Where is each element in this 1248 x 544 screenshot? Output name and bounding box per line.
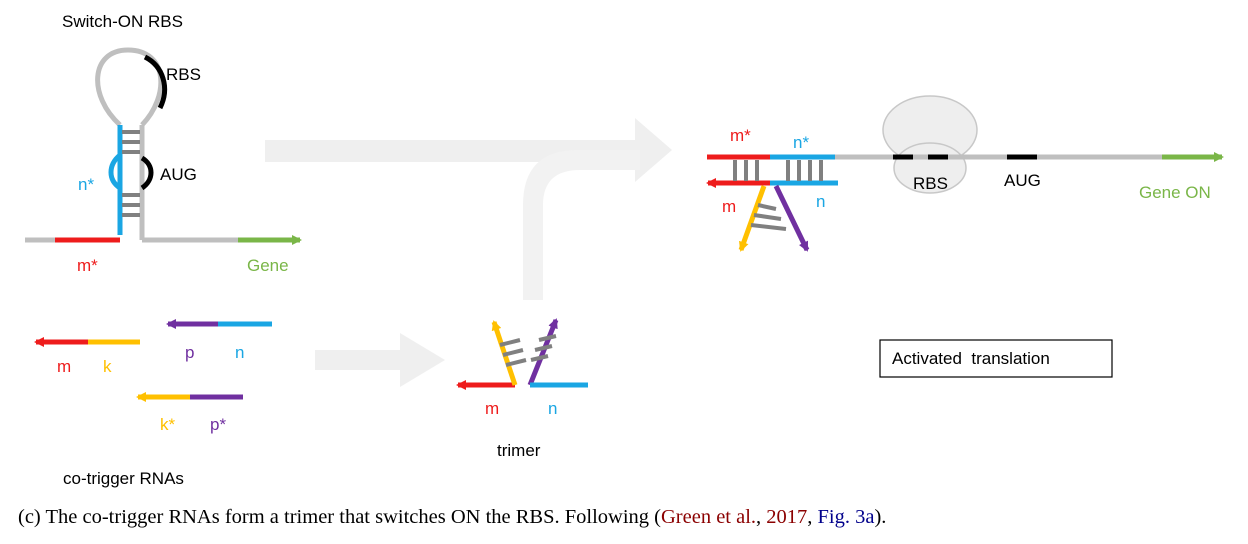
trigger-p-star-label: p* [210,415,226,434]
trimer-purple-strand [527,318,559,386]
aug-label: AUG [160,165,197,184]
co-trigger-caption: co-trigger RNAs [63,469,184,488]
active-aug-label: AUG [1004,171,1041,190]
caption-cite-fig[interactable]: Fig. 3a [818,506,875,528]
trigger-k-label: k [103,357,112,376]
activated-box-border [879,339,1113,378]
gene-label: Gene [247,256,289,275]
caption-prefix: (c) The co-trigger RNAs form a trimer th… [18,506,661,528]
trimer-m-label: m [485,399,499,418]
co-trigger-rnas: m k p n k* p* co-trigger RNAs [34,319,272,488]
caption-sep-2: , [807,506,817,528]
complex-base-pairs [733,160,823,181]
switch-title: Switch-ON RBS [62,12,183,31]
bound-purple-strand [773,184,810,252]
rbs-label: RBS [166,65,201,84]
active-m-label: m [722,197,736,216]
active-n-star-label: n* [793,133,809,152]
switch-on-rbs-hairpin: Switch-ON RBS RBS AUG n* m* Gene [25,12,302,275]
activated-translation-box: Activated translation [879,339,1113,378]
m-star-label: m* [77,256,98,275]
n-star-label: n* [78,175,94,194]
trigger-m-label: m [57,357,71,376]
up-curved-flow-arrow [523,150,640,300]
caption-cite-year[interactable]: 2017 [766,506,807,528]
caption-sep-1: , [756,506,766,528]
trimer-n-label: n [548,399,557,418]
hairpin-loop [95,47,164,127]
caption-cite-authors[interactable]: Green et al. [661,506,756,528]
horizontal-flow-arrow [265,118,672,182]
bound-orange-strand [738,185,767,252]
caption-suffix: ). [874,506,886,528]
active-n-label: n [816,192,825,211]
stem-base-pairs [122,130,140,217]
aug-bulge [140,155,154,191]
trigger-p-label: p [185,343,194,362]
active-rbs-label: RBS [913,174,948,193]
trimer-base-pairs [499,334,557,367]
figure-caption: (c) The co-trigger RNAs form a trimer th… [18,506,886,528]
trigger-to-trimer-arrow [315,333,445,387]
rbs-segment-loop [143,54,168,110]
process-arrows [265,118,672,387]
n-star-bulge [108,153,122,191]
hanging-base-pairs [750,203,787,231]
activated-box-label: Activated translation [892,349,1050,368]
activated-complex: m* n* m n RBS AUG Gene ON [706,95,1224,252]
trimer-caption: trimer [497,441,541,460]
trigger-k-star-label: k* [160,415,176,434]
active-m-star-label: m* [730,126,751,145]
gene-on-label: Gene ON [1139,183,1211,202]
trimer-complex: m n trimer [456,318,588,460]
trigger-n-label: n [235,343,244,362]
